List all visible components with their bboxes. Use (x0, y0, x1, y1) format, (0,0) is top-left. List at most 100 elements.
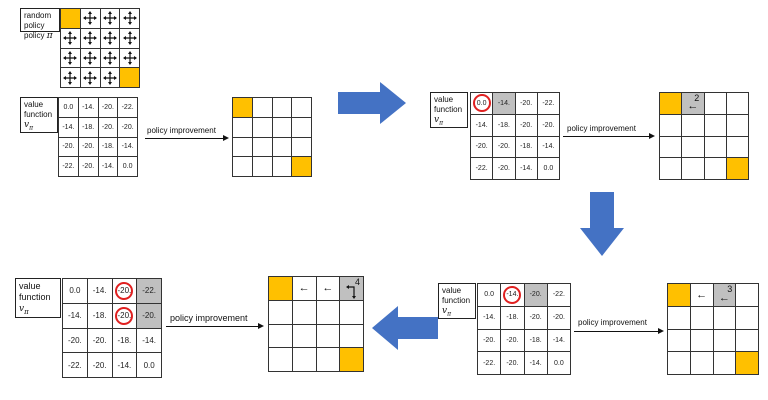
value-text: -20. (117, 286, 132, 296)
grid-cell (339, 323, 364, 349)
four-way-arrow-icon (83, 70, 98, 85)
grid-cell (725, 113, 750, 137)
value-text: -14. (82, 103, 95, 111)
four-way-arrow-icon (83, 11, 98, 26)
grid-cell (735, 283, 759, 307)
grid-cell (251, 156, 273, 177)
value-cell: -14. (62, 302, 88, 329)
value-text: -14. (542, 143, 555, 151)
grid-cell (315, 347, 341, 372)
improvement-arrowhead-4 (258, 323, 264, 329)
value-text: -22. (475, 165, 488, 173)
value-cell: -14. (77, 97, 99, 118)
value-function-text-2: function (24, 110, 53, 119)
terminal-cell (119, 67, 140, 88)
grid-cell (99, 8, 121, 29)
terminal-cell (667, 283, 691, 307)
v-subscript: π (439, 119, 444, 127)
value-cell: -14. (97, 156, 119, 177)
value-cell: -14. (117, 136, 138, 158)
value-cell: -18. (523, 328, 548, 353)
value-cell: -14. (111, 352, 138, 378)
value-cell: 0.0 (136, 352, 162, 378)
four-way-arrow-icon (63, 31, 78, 46)
terminal-cell (735, 351, 759, 375)
grid-cell (79, 67, 101, 88)
grid-cell (291, 347, 317, 372)
value-text: -20. (62, 143, 75, 151)
grid-cell (658, 157, 683, 180)
value-text: -18. (117, 335, 132, 345)
policy-grid-4: ←←4 (268, 276, 364, 372)
policy-grid-3: ←←3 (667, 283, 759, 375)
value-cell: -14. (469, 113, 494, 137)
value-text: -18. (529, 336, 542, 344)
grid-cell: ←2 (681, 92, 705, 115)
grid-cell (667, 351, 691, 375)
grid-cell (689, 328, 714, 353)
grid-cell (60, 47, 81, 69)
value-function-label-4: value function vπ (15, 278, 61, 318)
random-policy-grid (60, 8, 140, 88)
value-cell: -20. (97, 97, 119, 118)
grid-cell: ←3 (712, 283, 737, 307)
grid-cell (251, 136, 273, 158)
grid-cell (271, 97, 293, 118)
value-cell: -20. (523, 305, 548, 330)
value-text: -22. (552, 291, 565, 299)
grid-cell (271, 116, 293, 138)
value-cell: -14. (514, 157, 538, 180)
value-cell: -14. (523, 351, 548, 375)
grid-cell (681, 157, 705, 180)
grid-cell (79, 8, 101, 29)
value-text: -22. (142, 286, 157, 296)
grid-cell: 4 (339, 276, 364, 301)
value-cell: -20. (111, 278, 138, 304)
value-cell: -14. (58, 116, 79, 138)
grid-cell (725, 92, 750, 115)
value-function-text-1: value (434, 95, 454, 104)
value-text: -20. (142, 311, 157, 321)
value-text: -20. (552, 314, 565, 322)
grid-cell (268, 323, 293, 349)
highlight-circle (472, 94, 491, 113)
terminal-cell (339, 347, 364, 372)
value-cell: -20. (86, 352, 113, 378)
value-cell: -20. (492, 157, 516, 180)
value-text: 0.0 (554, 359, 564, 367)
value-cell: -20. (536, 113, 561, 137)
grid-cell (703, 135, 727, 159)
grid-cell: ← (689, 283, 714, 307)
grid-cell (315, 299, 341, 325)
value-text: 0.0 (543, 165, 554, 173)
value-text: -18. (92, 311, 107, 321)
grid-cell (681, 135, 705, 159)
improvement-arrowhead-2 (649, 133, 655, 139)
value-text: 0.0 (484, 291, 494, 299)
value-text: -14. (101, 163, 114, 171)
left-arrow-icon: ← (322, 282, 334, 295)
improvement-arrow-1 (145, 138, 223, 139)
value-text: -20. (529, 314, 542, 322)
value-function-text-2: function (434, 105, 463, 114)
terminal-cell (725, 157, 750, 180)
big-right-arrow (338, 82, 406, 124)
value-cell: -20. (500, 328, 525, 353)
grid-cell (735, 328, 759, 353)
value-text: -14. (67, 311, 82, 321)
terminal-cell (291, 156, 312, 177)
value-text: -14. (520, 165, 533, 173)
improvement-arrow-2 (563, 136, 649, 137)
value-cell: -18. (97, 136, 119, 158)
highlight-circle (503, 285, 522, 304)
step-number: 2 (694, 93, 700, 103)
value-cell: -20. (111, 302, 138, 329)
value-function-label-3: value function vπ (438, 283, 476, 319)
value-cell: -20. (62, 327, 88, 354)
value-text: 0.0 (122, 163, 133, 171)
terminal-cell (658, 92, 683, 115)
value-text: -14. (62, 123, 75, 131)
value-cell: 0.0 (469, 92, 494, 115)
left-arrow-icon: ← (718, 292, 730, 305)
value-text: -20. (101, 123, 114, 131)
